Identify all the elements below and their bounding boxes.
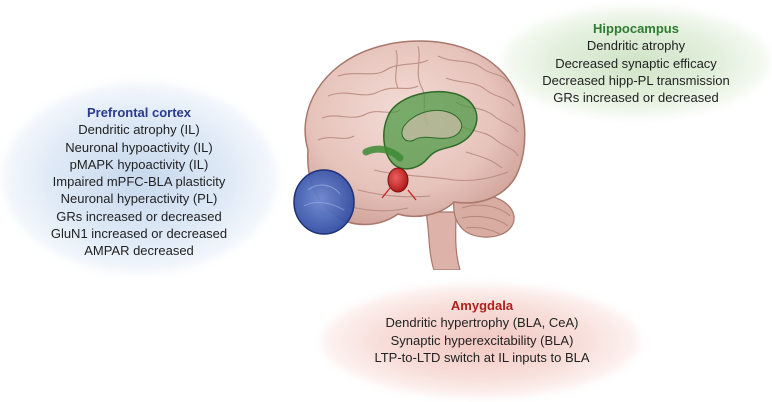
prefrontal-item: Neuronal hyperactivity (PL)	[60, 191, 218, 207]
prefrontal-item: Neuronal hypoactivity (IL)	[65, 139, 213, 155]
hippocampus-title: Hippocampus	[593, 21, 679, 36]
amygdala-item: Synaptic hyperexcitability (BLA)	[390, 332, 574, 348]
prefrontal-item: GRs increased or decreased	[56, 208, 222, 224]
hippocampus-region	[362, 90, 478, 170]
prefrontal-item: Impaired mPFC-BLA plasticity	[52, 174, 226, 190]
prefrontal-item: GluN1 increased or decreased	[50, 226, 228, 242]
prefrontal-item: pMAPK hypoactivity (IL)	[69, 156, 209, 172]
hippocampus-glow	[502, 6, 770, 118]
amygdala-item: Dendritic hypertrophy (BLA, CeA)	[385, 315, 579, 331]
hippocampus-panel: Hippocampus Dendritic atrophy Decreased …	[520, 20, 752, 106]
brain-illustration	[293, 40, 526, 270]
prefrontal-item: Dendritic atrophy (IL)	[78, 122, 200, 138]
amygdala-item: LTP-to-LTD switch at IL inputs to BLA	[374, 349, 590, 365]
brainstem	[425, 211, 461, 270]
prefrontal-cortex-panel: Prefrontal cortex Dendritic atrophy (IL)…	[32, 104, 246, 260]
hippocampus-item: Dendritic atrophy	[586, 38, 686, 54]
amygdala-title: Amygdala	[450, 298, 514, 313]
amygdala-panel: Amygdala Dendritic hypertrophy (BLA, CeA…	[332, 297, 632, 366]
amygdala-glow	[322, 284, 640, 398]
prefrontal-cortex-title: Prefrontal cortex	[86, 105, 192, 120]
prefrontal-item: AMPAR decreased	[84, 243, 194, 259]
prefrontal-glow	[2, 82, 278, 274]
hippocampus-item: Decreased hipp-PL transmission	[542, 72, 730, 88]
prefrontal-region	[293, 169, 355, 235]
hippocampus-item: GRs increased or decreased	[553, 90, 719, 106]
amygdala-region	[381, 167, 417, 201]
hippocampus-item: Decreased synaptic efficacy	[555, 55, 717, 71]
